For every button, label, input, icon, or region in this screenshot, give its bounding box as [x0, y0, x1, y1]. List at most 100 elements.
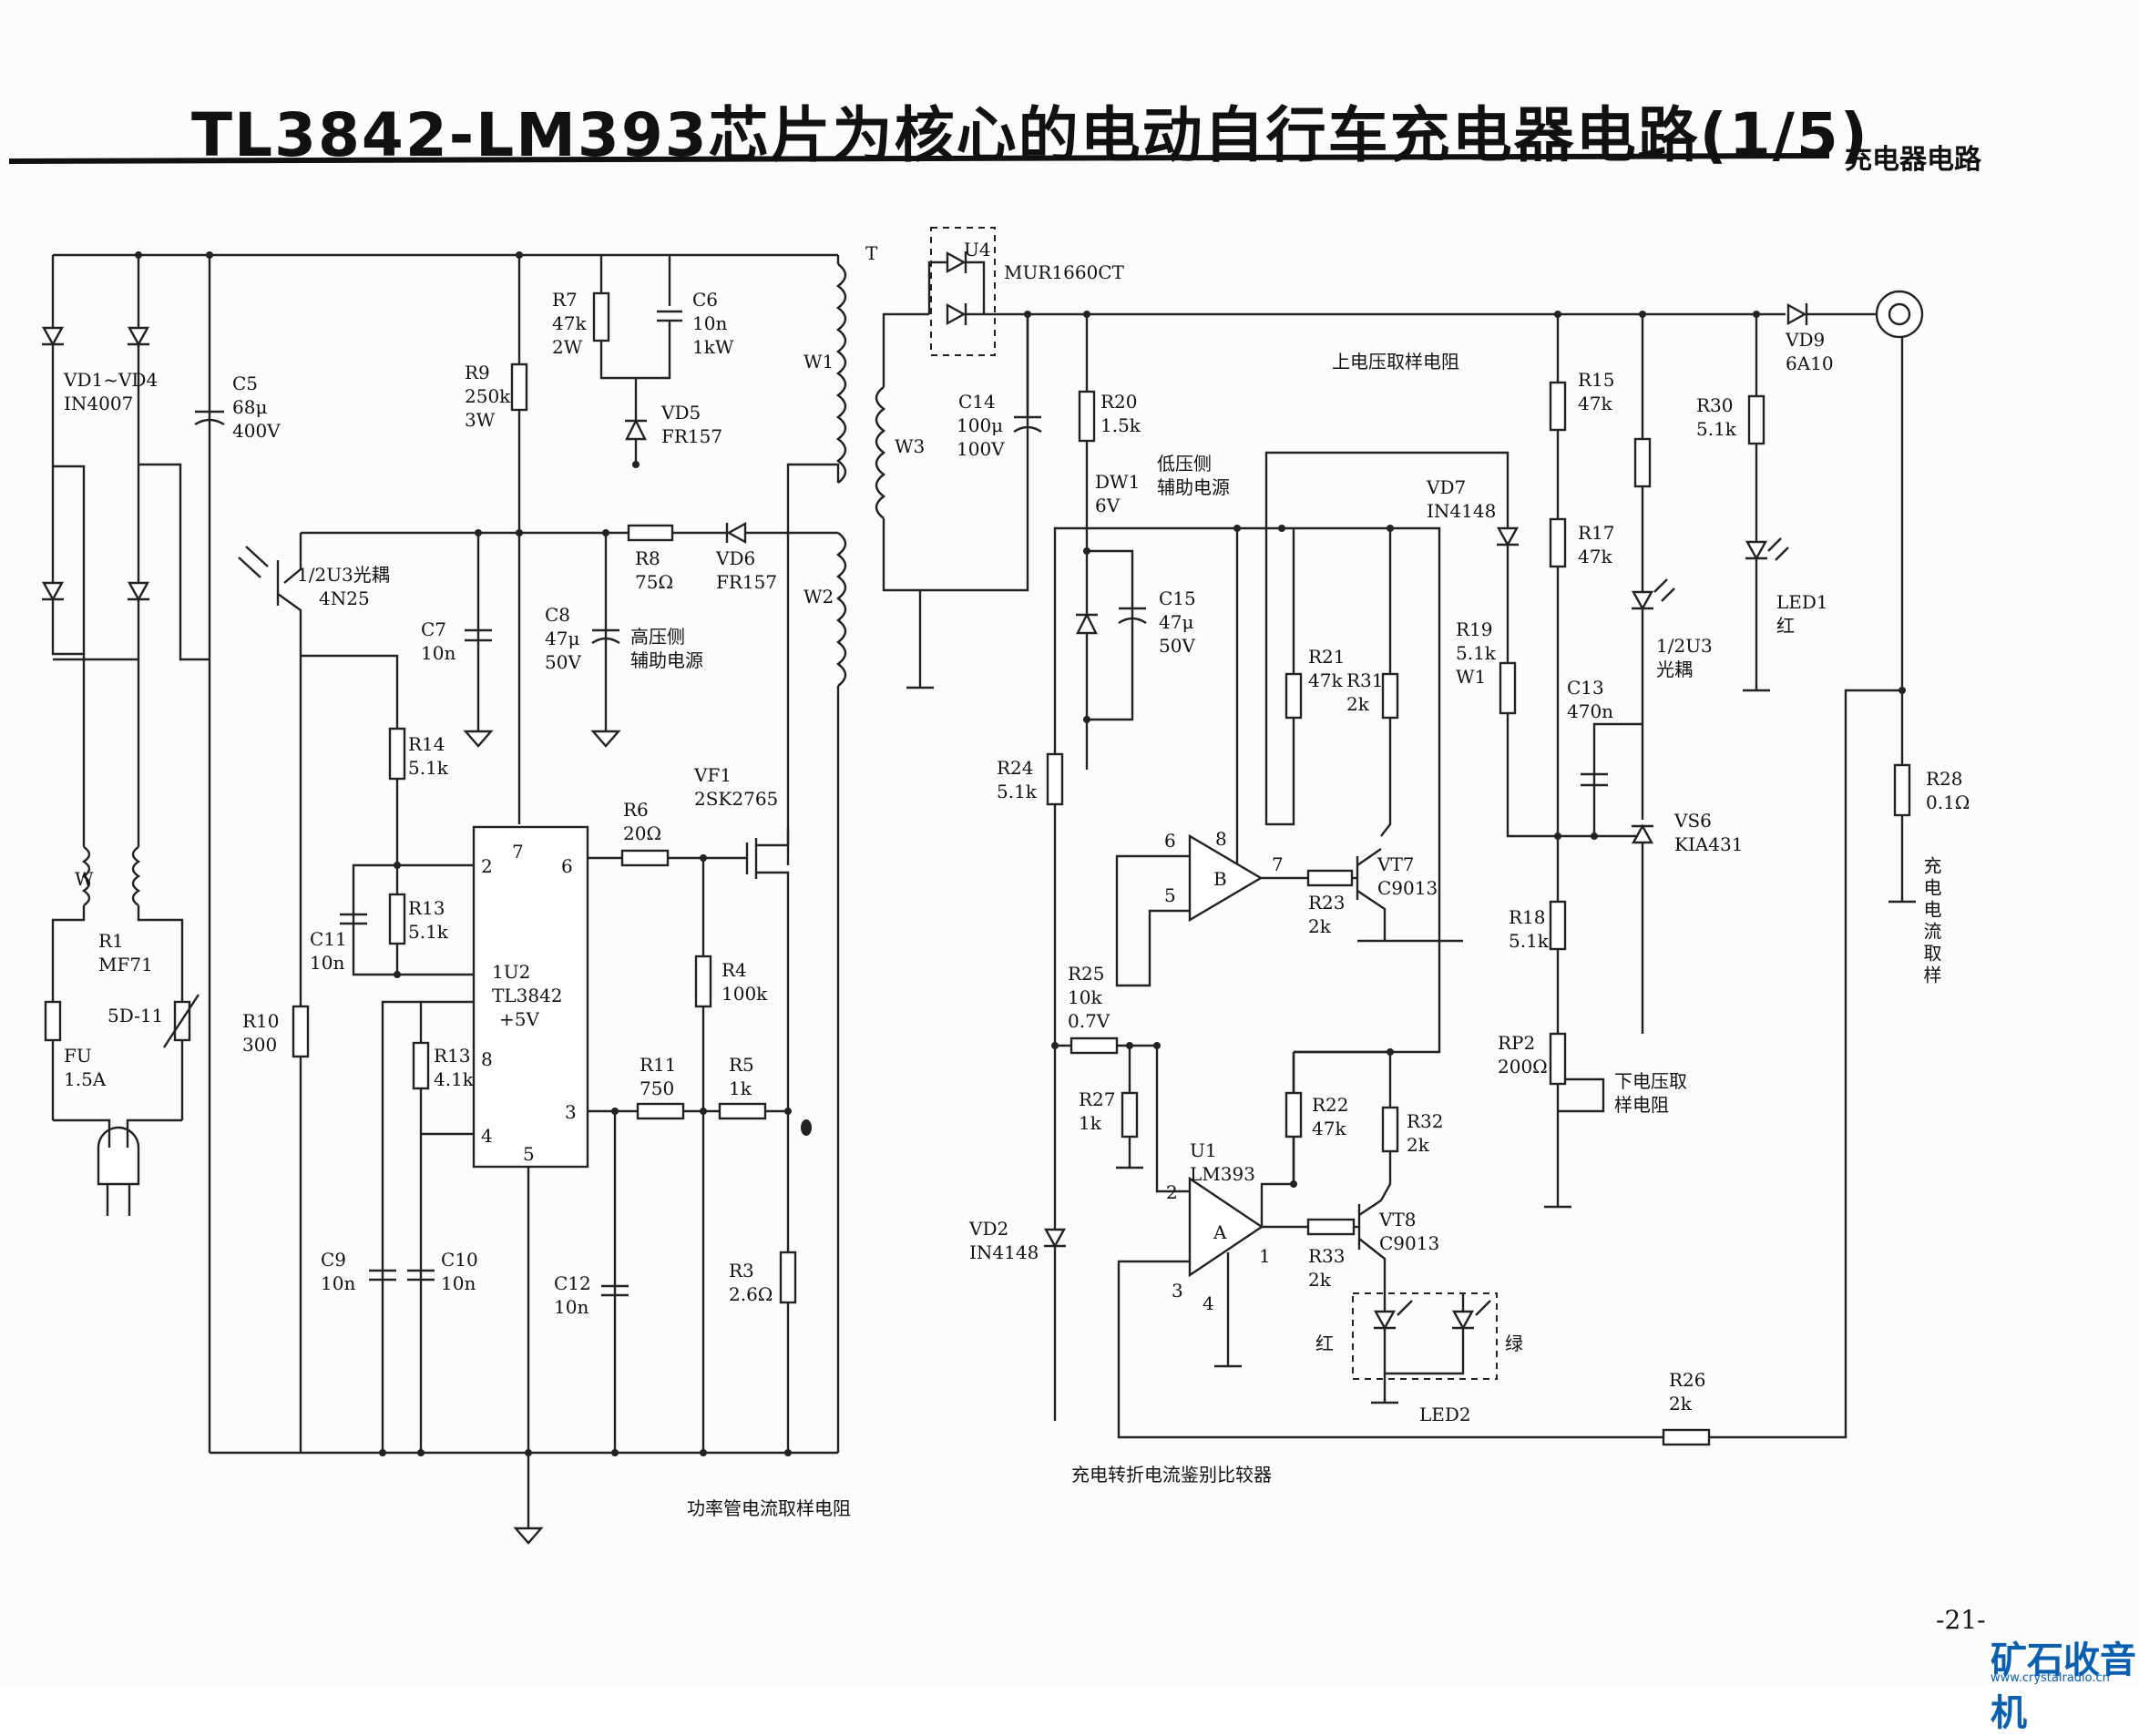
r14-value: 5.1k [408, 757, 449, 779]
r17-value: 47k [1578, 546, 1612, 567]
ic1-pin3: 3 [565, 1101, 577, 1123]
r6-label: R6 [623, 799, 649, 821]
r13b-value: 4.1k [434, 1068, 475, 1090]
r33-label: R33 [1308, 1245, 1346, 1267]
hv-aux-label-1: 高压侧 [630, 626, 685, 648]
r30-value: 5.1k [1696, 418, 1737, 440]
c6-value: 10n [692, 312, 727, 334]
ic1-pin5: 5 [523, 1143, 535, 1165]
lv-aux-label-1: 低压侧 [1157, 453, 1212, 475]
c10-label: C10 [441, 1249, 478, 1271]
r31-value: 2k [1346, 693, 1370, 715]
led2-green-label: 绿 [1505, 1333, 1523, 1354]
page-number: -21- [1936, 1605, 1986, 1635]
r30-label: R30 [1696, 394, 1734, 416]
bridge-rectifier [41, 251, 838, 1453]
u4-label: U4 [964, 239, 991, 260]
u1b-pin8: 8 [1215, 828, 1227, 850]
ic1-pin8: 8 [481, 1048, 493, 1070]
vd6-label: VD6 [715, 547, 755, 569]
r10-label: R10 [242, 1010, 280, 1032]
r5-label: R5 [729, 1054, 754, 1076]
r21-value: 47k [1308, 669, 1343, 691]
power-current-sense-caption: 功率管电流取样电阻 [687, 1497, 851, 1519]
r9-power: 3W [465, 409, 496, 431]
r11-label: R11 [640, 1054, 677, 1076]
r24-value: 5.1k [997, 781, 1038, 802]
c14-value: 100μ [957, 414, 1003, 436]
r11-value: 750 [640, 1077, 674, 1099]
c7-label: C7 [421, 618, 446, 640]
r15-value: 47k [1578, 393, 1612, 414]
r7-power: 2W [552, 336, 583, 358]
c14-label: C14 [958, 391, 996, 413]
c11-label: C11 [310, 928, 347, 950]
c13-value: 470n [1567, 700, 1613, 722]
r19-label: R19 [1456, 618, 1493, 640]
vd9-part: 6A10 [1786, 352, 1834, 374]
r33-value: 2k [1308, 1269, 1332, 1291]
c9-label: C9 [321, 1249, 346, 1271]
r25-value: 10k [1068, 986, 1102, 1008]
ic1-pin6: 6 [561, 855, 573, 877]
r15-label: R15 [1578, 369, 1615, 391]
r4-value: 100k [722, 983, 768, 1005]
led2-label: LED2 [1419, 1404, 1471, 1425]
vt8-label: VT8 [1378, 1209, 1417, 1231]
vf1-part: 2SK2765 [694, 788, 778, 810]
w2-label: W2 [803, 586, 834, 608]
vt7-part: C9013 [1377, 877, 1438, 899]
c12-label: C12 [554, 1272, 591, 1294]
c5-value: 68μ [232, 396, 267, 418]
fuse-value: 1.5A [64, 1068, 107, 1090]
u1a-pin4: 4 [1203, 1292, 1214, 1314]
vd2-part: IN4148 [969, 1241, 1039, 1263]
ic1-label: 1U2 [492, 961, 530, 983]
led2-red-label: 红 [1315, 1333, 1334, 1354]
vd1-vd4-part: IN4007 [64, 393, 133, 414]
r23-label: R23 [1308, 892, 1346, 914]
rp2-label: RP2 [1498, 1032, 1535, 1054]
w1-label: W1 [803, 351, 834, 373]
dw1-value: 6V [1095, 495, 1121, 516]
c7-value: 10n [421, 642, 455, 664]
r20-label: R20 [1100, 391, 1138, 413]
r7-value: 47k [552, 312, 587, 334]
vd6-part: FR157 [716, 571, 777, 593]
r1-value: MF71 [98, 954, 153, 975]
vs6-label: VS6 [1673, 810, 1712, 832]
r19-note: W1 [1456, 666, 1486, 688]
r25-label: R25 [1068, 963, 1105, 985]
header-rule [8, 153, 1830, 164]
r9-value: 250k [465, 385, 511, 407]
w3-label: W3 [895, 435, 925, 457]
r8-label: R8 [635, 547, 660, 569]
r17-label: R17 [1578, 522, 1615, 544]
c14-voltage: 100V [957, 438, 1005, 460]
u1-part: LM393 [1190, 1163, 1255, 1185]
comparator-a-label: A [1213, 1221, 1227, 1243]
u1b-pin6: 6 [1164, 830, 1176, 852]
vd7-label: VD7 [1426, 476, 1466, 498]
r14-label: R14 [408, 733, 445, 755]
vd9-label: VD9 [1785, 329, 1825, 351]
r3-value: 2.6Ω [729, 1283, 773, 1305]
c6-label: C6 [692, 289, 718, 311]
lv-aux-label-2: 辅助电源 [1157, 476, 1230, 498]
opto-u3-label: 1/2U3光耦 [297, 564, 390, 586]
opto-u3-secondary-note: 光耦 [1656, 659, 1693, 680]
section-label: 充电器电路 [1845, 144, 1981, 176]
opto-u3-secondary-label: 1/2U3 [1656, 635, 1713, 657]
r28-value: 0.1Ω [1926, 791, 1970, 813]
circuit-diagram: VD1~VD4 IN4007 C5 68μ 400V W R1 MF71 5D-… [8, 153, 1970, 1545]
r28-label: R28 [1926, 768, 1963, 790]
r7-label: R7 [552, 289, 578, 311]
comparator-b-label: B [1213, 868, 1227, 890]
c5-label: C5 [232, 373, 258, 394]
choke-label: W [75, 868, 94, 890]
r19-value: 5.1k [1456, 642, 1497, 664]
c5-voltage: 400V [232, 420, 281, 442]
r20-value: 1.5k [1100, 414, 1141, 436]
opto-u3-part: 4N25 [319, 587, 370, 609]
vd5-label: VD5 [660, 402, 701, 424]
